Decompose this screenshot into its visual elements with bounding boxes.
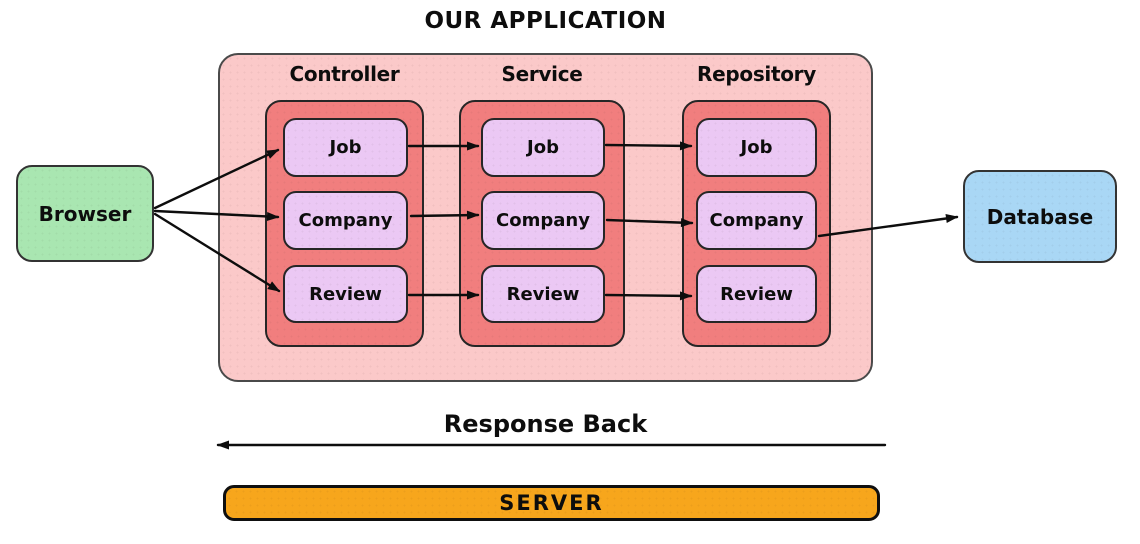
diagram-title: OUR APPLICATION (424, 8, 667, 34)
column-header-repository: Repository (697, 62, 816, 86)
controller-job-node: Job (283, 118, 408, 177)
service-company-node: Company (481, 191, 605, 250)
repository-company-node: Company (696, 191, 817, 250)
server-bar: SERVER (223, 485, 880, 521)
controller-review-node: Review (283, 265, 408, 323)
column-header-service: Service (501, 62, 583, 86)
column-header-controller: Controller (289, 62, 400, 86)
repository-job-node: Job (696, 118, 817, 177)
controller-company-node: Company (283, 191, 408, 250)
database-node: Database (963, 170, 1117, 263)
browser-node: Browser (16, 165, 154, 262)
response-back-label: Response Back (443, 410, 648, 438)
repository-review-node: Review (696, 265, 817, 323)
service-job-node: Job (481, 118, 605, 177)
service-review-node: Review (481, 265, 605, 323)
